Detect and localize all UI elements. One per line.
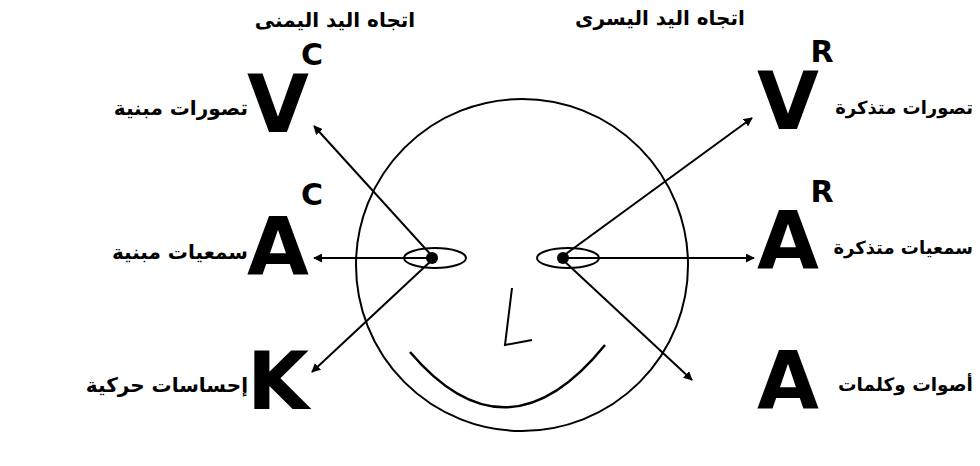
channel-letter: K [247, 342, 309, 422]
channel-letter: A [757, 342, 819, 422]
arrow-down-left [312, 260, 432, 372]
channel-label: تصورات متذكرة [835, 99, 973, 117]
channel-label: سمعيات مبنية [112, 242, 248, 262]
channel-label: تصورات مبنية [114, 98, 248, 118]
arrow-down-right [563, 260, 692, 380]
nose [505, 288, 532, 345]
direction-heading: اتجاه اليد اليسرى [575, 8, 745, 28]
arrow-up-left [314, 126, 432, 256]
channel-letter: A [247, 208, 309, 288]
channel-letter: V [757, 62, 819, 142]
direction-heading: اتجاه اليد اليمنى [255, 10, 415, 30]
arrow-up-right [563, 118, 752, 256]
arrow-left [314, 257, 432, 259]
channel-label: أصوات وكلمات [838, 376, 973, 395]
eye-arrows [312, 118, 754, 380]
channel-letter: V [247, 65, 309, 145]
mouth [410, 345, 605, 407]
channel-label: إحساسات حركية [86, 375, 248, 395]
channel-label: سمعيات متذكرة [833, 239, 973, 257]
superscript-letter: C [301, 180, 323, 210]
arrow-right [563, 257, 754, 259]
face-outline [356, 99, 688, 431]
channel-letter: A [757, 202, 819, 282]
